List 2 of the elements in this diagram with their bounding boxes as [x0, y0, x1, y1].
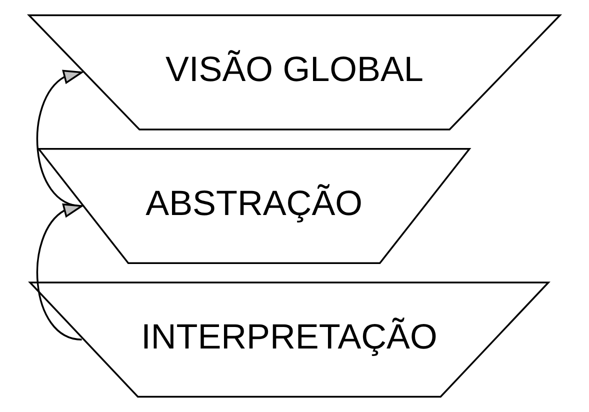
arrow: [36, 70, 84, 207]
arrow: [36, 203, 84, 340]
